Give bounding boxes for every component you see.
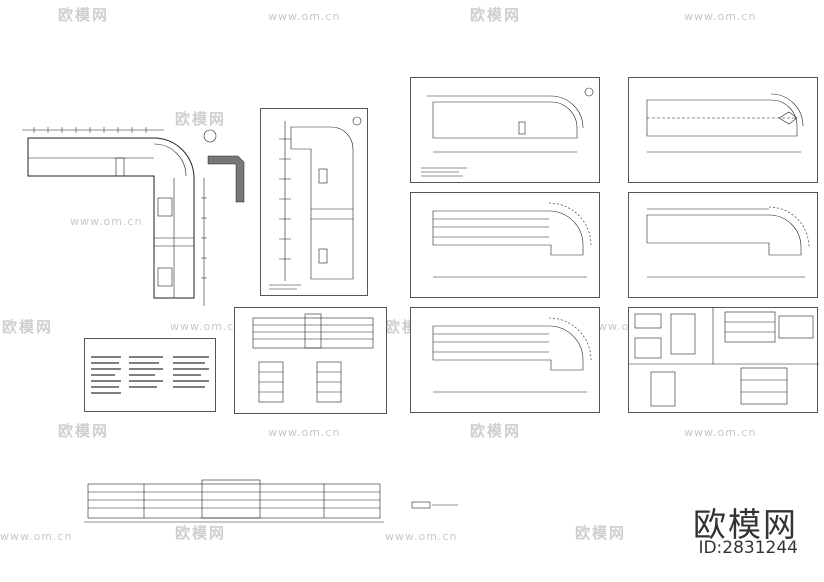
drawing-sheet-curved-plan-2 xyxy=(410,192,600,298)
watermark-site: www.om.cn xyxy=(0,530,73,543)
brand-logo-text: 欧模网 xyxy=(693,505,798,544)
drawing-sheet-curved-plan-1 xyxy=(410,77,600,183)
watermark-logo: 欧模网 xyxy=(470,6,522,24)
drawing-sheet-roof-plan xyxy=(628,77,818,183)
watermark-site: www.om.cn xyxy=(684,10,757,23)
watermark-site: www.om.cn xyxy=(70,215,143,228)
watermark-site: www.om.cn xyxy=(684,426,757,439)
watermark-logo: 欧模网 xyxy=(58,422,110,440)
watermark-site: www.om.cn xyxy=(170,320,243,333)
drawing-sheet-vertical-plan xyxy=(260,108,368,296)
watermark-logo: 欧模网 xyxy=(175,524,227,542)
long-elevation-drawing xyxy=(84,478,384,528)
model-id-label: ID:2831244 xyxy=(698,538,798,558)
small-detail-drawing xyxy=(410,498,460,512)
drawing-sheet-curved-plan-3 xyxy=(410,307,600,413)
drawing-sheet-elevation-sections xyxy=(234,307,387,414)
watermark-logo: 欧模网 xyxy=(575,524,627,542)
drawing-sheet-details xyxy=(628,307,819,413)
drawing-sheet-foundation-plan xyxy=(628,192,818,298)
drawing-sheet-notes xyxy=(84,338,216,412)
watermark-site: www.om.cn xyxy=(268,10,341,23)
watermark-logo: 欧模网 xyxy=(175,110,227,128)
watermark-logo: 欧模网 xyxy=(2,318,54,336)
watermark-site: www.om.cn xyxy=(268,426,341,439)
l-shaped-floor-plan xyxy=(14,118,254,318)
watermark-logo: 欧模网 xyxy=(470,422,522,440)
watermark-site: www.om.cn xyxy=(385,530,458,543)
watermark-logo: 欧模网 xyxy=(58,6,110,24)
